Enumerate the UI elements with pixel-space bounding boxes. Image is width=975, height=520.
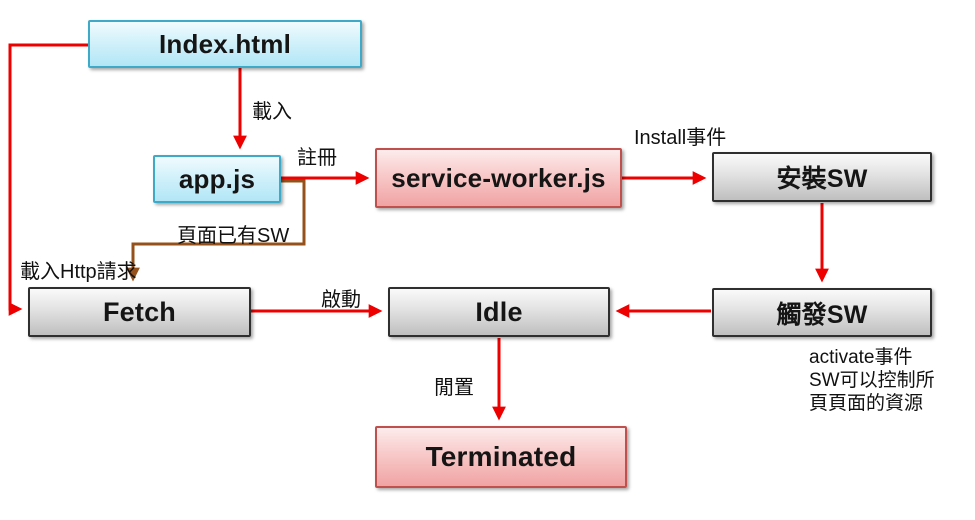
arrow-index-to-fetch: [8, 43, 89, 316]
node-app-js: app.js: [153, 155, 281, 203]
annotation-line-3: 頁頁面的資源: [809, 393, 924, 414]
node-idle: Idle: [388, 287, 610, 337]
edge-label-idle: 閒置: [434, 377, 474, 399]
node-fetch: Fetch: [28, 287, 251, 337]
arrow-page-has-sw: [126, 179, 306, 282]
node-index-html: Index.html: [88, 20, 362, 68]
annotation-activate-event: activate事件 SW可以控制所 頁頁面的資源: [809, 346, 935, 415]
annotation-line-1: activate事件: [809, 347, 913, 368]
annotation-line-2: SW可以控制所: [809, 370, 935, 391]
node-trigger-sw: 觸發SW: [712, 288, 932, 337]
node-install-sw: 安裝SW: [712, 152, 932, 202]
node-terminated: Terminated: [375, 426, 627, 488]
edge-label-register: 註冊: [297, 147, 337, 169]
edge-label-page-has-sw: 頁面已有SW: [177, 225, 290, 247]
edge-label-install-event: Install事件: [634, 127, 727, 149]
node-service-worker-js: service-worker.js: [375, 148, 622, 208]
edge-label-activate: 啟動: [321, 289, 361, 311]
edge-label-load-http-request: 載入Http請求: [20, 261, 137, 283]
edge-label-load: 載入: [252, 101, 292, 123]
